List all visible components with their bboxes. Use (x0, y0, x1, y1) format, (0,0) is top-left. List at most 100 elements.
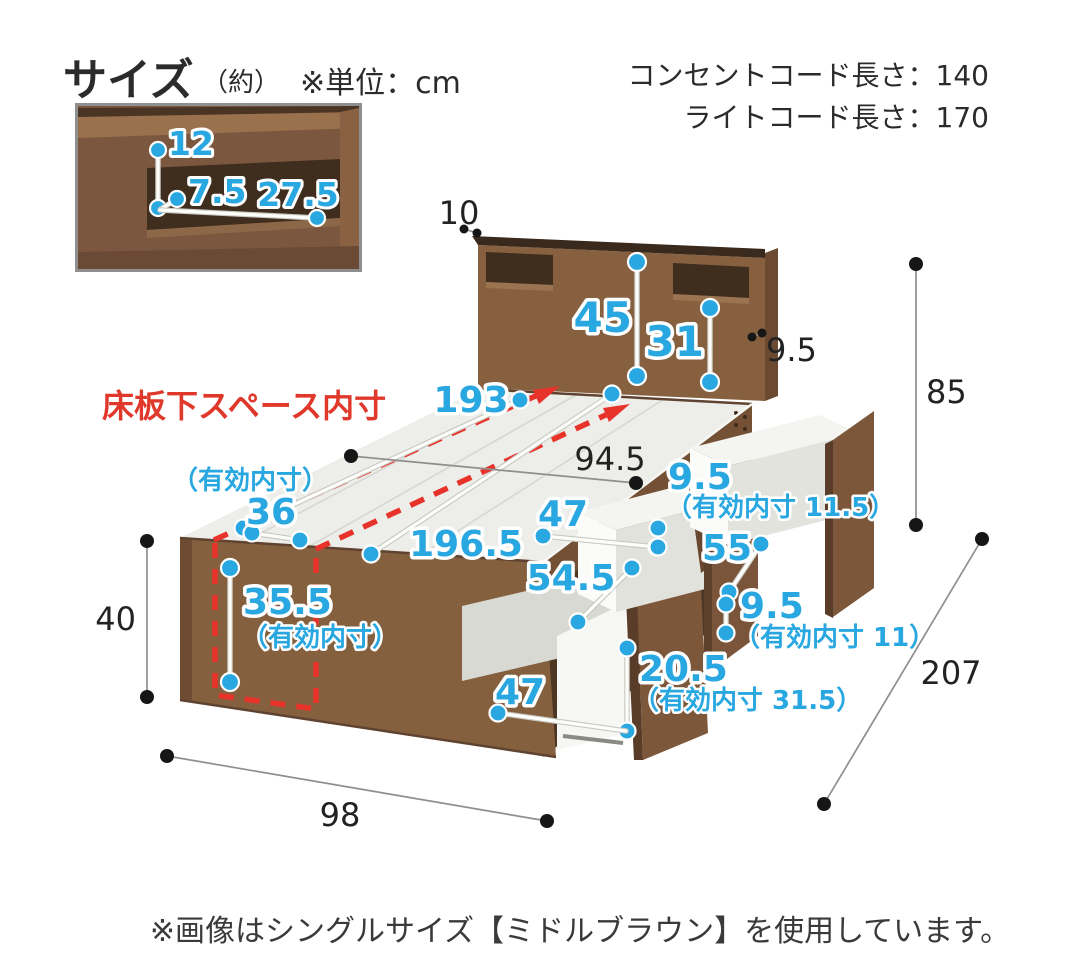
dim-dot (622, 558, 642, 578)
foot-bottom-edge (179, 698, 557, 759)
inset-top-edge (78, 106, 359, 117)
dash-arrowhead (603, 404, 630, 422)
drawer-panel-edge (626, 594, 643, 760)
dim-value: 40 (95, 600, 136, 638)
dim-dot (533, 526, 553, 546)
dim-dot (716, 623, 736, 643)
dim-outer-width-98: 98 (160, 749, 554, 834)
drawer-front-panel (833, 411, 874, 617)
dim-dot (751, 534, 771, 554)
dim-value: 47 (538, 494, 588, 535)
dim-dot (140, 534, 154, 548)
headboard-right-cap (765, 248, 778, 401)
dim-value: 55 (702, 528, 752, 569)
dim-dot (602, 384, 622, 404)
rail-screw (743, 427, 747, 431)
dim-value: 47 (495, 672, 545, 713)
dim-dot (909, 257, 923, 271)
headboard-shelf-lip-left (486, 282, 553, 291)
dim-note: （有効内寸 31.5） (633, 685, 862, 716)
dim-dot (568, 612, 588, 632)
drawer-rail (562, 734, 624, 745)
drawer-panel-edge (704, 526, 712, 672)
inset-headboard-detail: 12 7.5 27.5 (75, 103, 362, 272)
dim-dot (344, 449, 358, 463)
footer: ※画像はシングルサイズ【ミドルブラウン】を使用しています。 (150, 914, 1010, 949)
drawer-front-panel (637, 565, 708, 760)
dim-value: 36 (246, 492, 296, 533)
foot-left-edge (180, 538, 192, 700)
dim-line (158, 208, 319, 220)
dim-shelf-31: 31 (642, 297, 721, 393)
dim-value: 9.5 (740, 586, 804, 627)
dim-drawer-pitch-55: 55 (698, 525, 771, 602)
dim-dot (757, 328, 767, 338)
inset-bottom-shadow (78, 246, 359, 269)
drawer-side-wall (557, 602, 627, 750)
inset-right-cap (340, 108, 359, 256)
inner-dim-note: （有効内寸） (172, 465, 328, 496)
dim-value: 9.5 (766, 331, 817, 369)
dim-upper-drawer-47: 47 (533, 491, 667, 557)
foot-top-edge (179, 536, 544, 564)
dim-dot (626, 251, 648, 273)
under-space-label: 床板下スペース内寸 (102, 387, 386, 425)
footer-caption: ※画像はシングルサイズ【ミドルブラウン】を使用しています。 (150, 914, 1010, 949)
drawer-near-wall (690, 448, 728, 545)
dim-dot (140, 690, 154, 704)
inset-shelf-lip (147, 218, 340, 238)
dim-note: （有効内寸 11.5） (666, 492, 895, 523)
dim-dot (699, 371, 721, 393)
dim-value: 12 (168, 124, 214, 163)
dim-inset-7-5: 7.5 (158, 169, 249, 214)
dim-value: 193 (433, 380, 508, 421)
dim-dot (219, 557, 241, 579)
dim-value: 85 (926, 373, 967, 411)
dim-dot (219, 671, 241, 693)
blue-dimensions: 45 31 193 （有効内寸） 36 (170, 251, 938, 741)
headboard-shelf-recess-left (486, 252, 553, 285)
drawer-panel-edge (825, 440, 833, 618)
deck-seam (309, 394, 577, 547)
dim-value: 54.5 (527, 558, 616, 599)
dim-inset-27-5: 27.5 (157, 172, 342, 228)
cord-length-light: ライトコード長さ：170 (684, 101, 989, 134)
dim-bottom-drawer-47: 47 (488, 669, 629, 734)
dim-dot (648, 518, 668, 538)
dim-note: （有効内寸 11） (734, 622, 935, 653)
dim-dot (160, 749, 174, 763)
rail-screw (734, 423, 738, 427)
headboard-top-edge (472, 236, 765, 258)
dim-dot (307, 208, 327, 228)
dim-value: 98 (320, 796, 361, 834)
dim-dot (361, 544, 381, 564)
dim-value: 196.5 (409, 524, 523, 565)
dash-arrowhead (533, 386, 560, 404)
dim-dot (290, 530, 310, 550)
dim-dot (472, 228, 482, 238)
bed-deck (180, 390, 752, 562)
cord-length-outlet: コンセントコード長さ：140 (628, 59, 989, 92)
dim-note: （有効内寸） (242, 622, 398, 653)
dim-drawer-depth-54-5: 54.5 (523, 555, 642, 632)
dim-dot (699, 297, 721, 319)
dim-dot (716, 594, 736, 614)
dim-dot (148, 140, 168, 160)
dim-dot (747, 332, 757, 342)
dim-dot (617, 638, 637, 658)
dim-dot (459, 224, 469, 234)
drawer-upper (690, 411, 874, 618)
dim-under-space-193: 193 (233, 377, 530, 538)
dim-inset-12: 12 (148, 121, 217, 218)
dim-foot-inner-35-5: 35.5 （有効内寸） (219, 557, 401, 693)
header: サイズ （約） ※単位：cm コンセントコード長さ：140 ライトコード長さ：1… (63, 55, 989, 134)
dim-inner-width-94-5: 94.5 (344, 440, 646, 490)
dim-total-height-85: 85 (909, 257, 967, 532)
dim-rail2-9-5: 9.5 （有効内寸 11） (716, 583, 938, 656)
dim-top-depth-10: 10 (439, 194, 482, 238)
dim-base-height-40: 40 (95, 534, 154, 704)
unit-note: ※単位：cm (300, 66, 461, 101)
dim-rail-9-5: 9.5 （有効内寸 11.5） (648, 454, 898, 557)
deck-near-edge (542, 403, 753, 563)
